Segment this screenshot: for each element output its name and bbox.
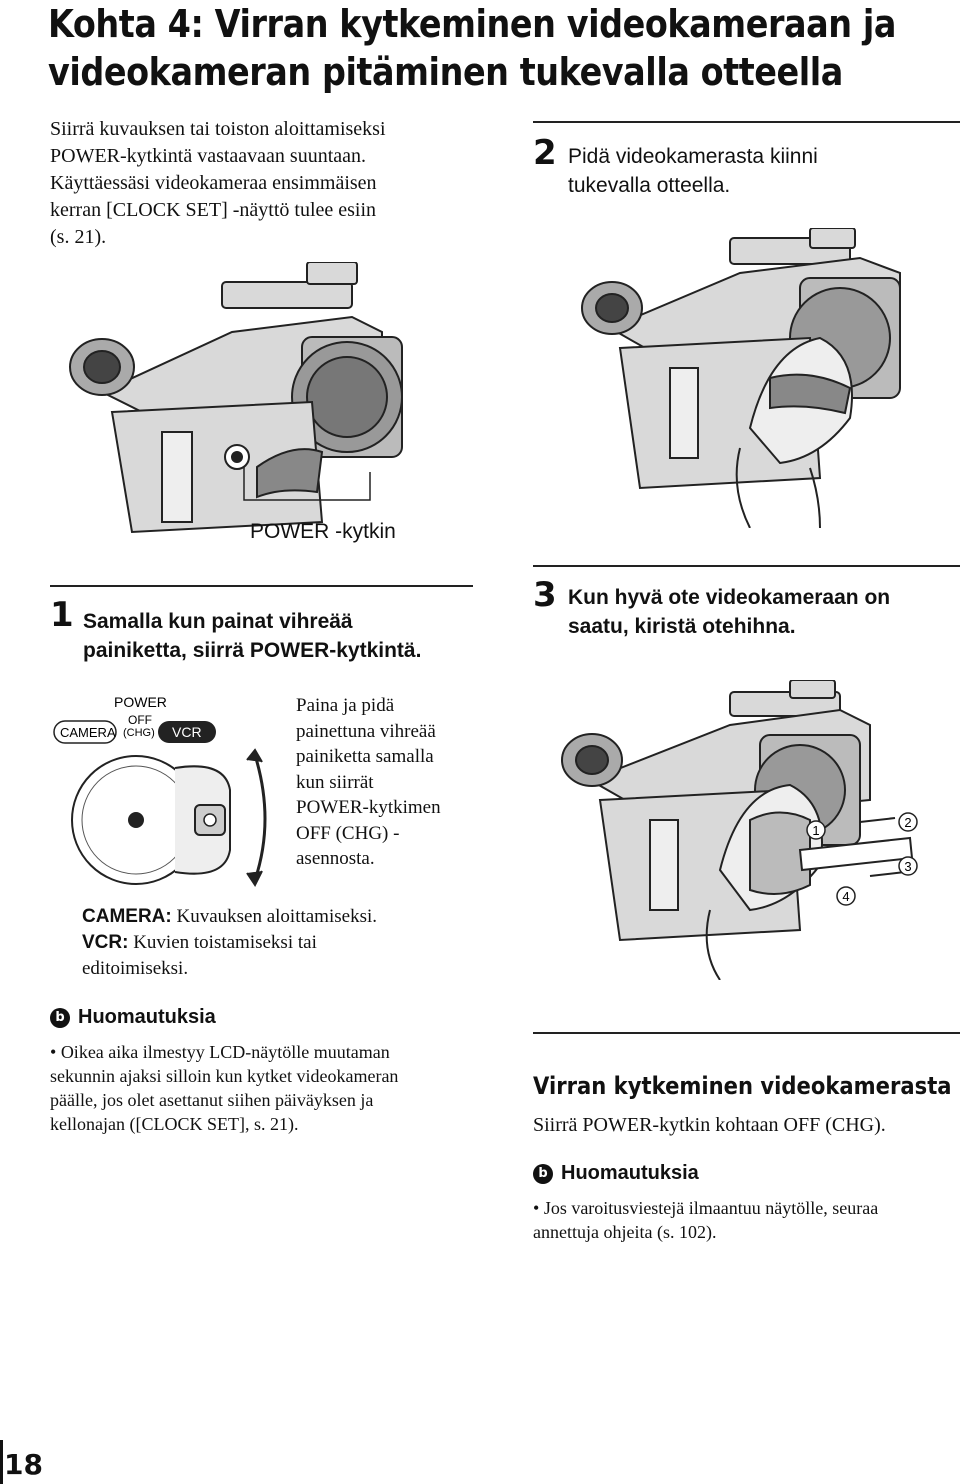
intro-line: (s. 21).	[50, 226, 107, 248]
step3-line: saatu, kiristä otehihna.	[568, 615, 796, 638]
camcorder-power-illustration	[69, 262, 403, 534]
notes-heading-right: b Huomautuksia	[533, 1162, 699, 1185]
switch-note-line: painettuna vihreää	[296, 720, 436, 742]
switch-instruction: Paina ja pidä painettuna vihreää painike…	[296, 693, 496, 872]
power-switch-diagram: POWER OFF (CHG) CAMERA VCR	[53, 694, 267, 887]
step2-line: Pidä videokamerasta kiinni	[568, 145, 818, 168]
step1-line: painiketta, siirrä POWER-kytkintä.	[83, 639, 422, 662]
page-number-tab	[0, 1448, 36, 1484]
power-off-text: Siirrä POWER-kytkin kohtaan OFF (CHG).	[533, 1114, 886, 1136]
switch-center-dot	[128, 812, 144, 828]
camcorder-grip-illustration	[581, 228, 901, 528]
mode-label: CAMERA:	[82, 906, 172, 927]
title-line-1: Kohta 4: Virran kytkeminen videokameraan…	[48, 2, 896, 46]
mode-text: editoimiseksi.	[82, 958, 189, 979]
mode-text: Kuvauksen aloittamiseksi.	[171, 906, 377, 927]
switch-vcr-label: VCR	[172, 724, 202, 740]
vcr-position-marker	[158, 721, 216, 743]
step3-line: Kun hyvä ote videokameraan on	[568, 586, 891, 609]
switch-note-line: asennosta.	[296, 848, 375, 869]
switch-note-line: POWER-kytkimen	[296, 797, 441, 818]
switch-note-line: painiketta samalla	[296, 746, 434, 767]
notes-heading-left: b Huomautuksia	[50, 1006, 216, 1029]
note-item-right: • Jos varoitusviestejä ilmaantuu näytöll…	[533, 1196, 960, 1244]
step1-heading: Samalla kun painat vihreää painiketta, s…	[83, 607, 483, 665]
step3-rule	[533, 565, 960, 567]
step1-number: 1	[50, 595, 74, 635]
camcorder-strap-illustration: 1 2 3 4	[561, 680, 918, 980]
power-switch-label: POWER -kytkin	[250, 520, 396, 543]
switch-note-line: Paina ja pidä	[296, 695, 395, 716]
intro-paragraph: Siirrä kuvauksen tai toiston aloittamise…	[50, 116, 470, 251]
page-number: 18	[4, 1448, 43, 1481]
step1-rule	[50, 585, 473, 587]
strap-step-1-marker: 1	[812, 823, 819, 838]
page-edge-bar	[0, 1440, 3, 1484]
mode-label: VCR:	[82, 932, 129, 953]
note-line: kellonajan ([CLOCK SET], s. 21).	[50, 1114, 299, 1134]
step1-line: Samalla kun painat vihreää	[83, 610, 353, 633]
page-title: Kohta 4: Virran kytkeminen videokameraan…	[48, 0, 896, 96]
power-off-rule	[533, 1032, 960, 1034]
switch-note-line: OFF (CHG) -	[296, 822, 400, 844]
mode-descriptions: CAMERA: Kuvauksen aloittamiseksi. VCR: K…	[82, 904, 502, 982]
step2-line: tukevalla otteella.	[568, 174, 731, 197]
mode-camera: CAMERA: Kuvauksen aloittamiseksi.	[82, 904, 502, 930]
strap-step-3-marker: 3	[904, 859, 911, 874]
switch-chg-label: (CHG)	[123, 727, 155, 739]
mode-text: Kuvien toistamiseksi tai	[128, 932, 317, 953]
camera-position-marker	[53, 720, 117, 744]
note-line: annettuja ohjeita (s. 102).	[533, 1222, 717, 1242]
note-item-left: • Oikea aika ilmestyy LCD-näytölle muuta…	[50, 1040, 504, 1136]
power-off-heading: Virran kytkeminen videokamerasta	[533, 1072, 952, 1100]
mode-vcr: VCR: Kuvien toistamiseksi tai	[82, 930, 502, 956]
title-line-2: videokameran pitäminen tukevalla otteell…	[48, 50, 843, 94]
note-line: sekunnin ajaksi silloin kun kytket video…	[50, 1066, 399, 1086]
switch-camera-label: CAMERA	[60, 725, 116, 740]
note-line: Oikea aika ilmestyy LCD-näytölle muutama…	[60, 1042, 390, 1062]
intro-line: kerran [CLOCK SET] -näyttö tulee esiin	[50, 199, 377, 221]
note-line: päälle, jos olet asettanut siihen päiväy…	[50, 1090, 374, 1110]
note-icon: b	[50, 1007, 70, 1028]
intro-line: POWER-kytkintä vastaavaan suuntaan.	[50, 145, 367, 167]
note-line: Jos varoitusviestejä ilmaantuu näytölle,…	[543, 1198, 879, 1218]
intro-line: Käyttäessäsi videokameraa ensimmäisen	[50, 172, 377, 194]
intro-line: Siirrä kuvauksen tai toiston aloittamise…	[50, 118, 386, 140]
notes-heading-text: Huomautuksia	[78, 1006, 216, 1028]
strap-step-4-marker: 4	[842, 889, 849, 904]
bullet-dot: •	[533, 1198, 544, 1218]
mode-vcr-cont: editoimiseksi.	[82, 956, 502, 982]
step2-rule	[533, 121, 960, 123]
step3-number: 3	[533, 575, 557, 615]
notes-heading-text: Huomautuksia	[561, 1162, 699, 1184]
note-icon: b	[533, 1163, 553, 1184]
step3-heading: Kun hyvä ote videokameraan on saatu, kir…	[568, 583, 958, 641]
switch-off-label: OFF	[128, 713, 152, 727]
bullet-dot: •	[50, 1042, 61, 1062]
switch-note-line: kun siirrät	[296, 771, 374, 793]
step2-heading: Pidä videokamerasta kiinni tukevalla ott…	[568, 142, 948, 200]
step2-number: 2	[533, 133, 557, 173]
switch-power-label: POWER	[114, 694, 167, 710]
strap-step-2-marker: 2	[904, 815, 911, 830]
